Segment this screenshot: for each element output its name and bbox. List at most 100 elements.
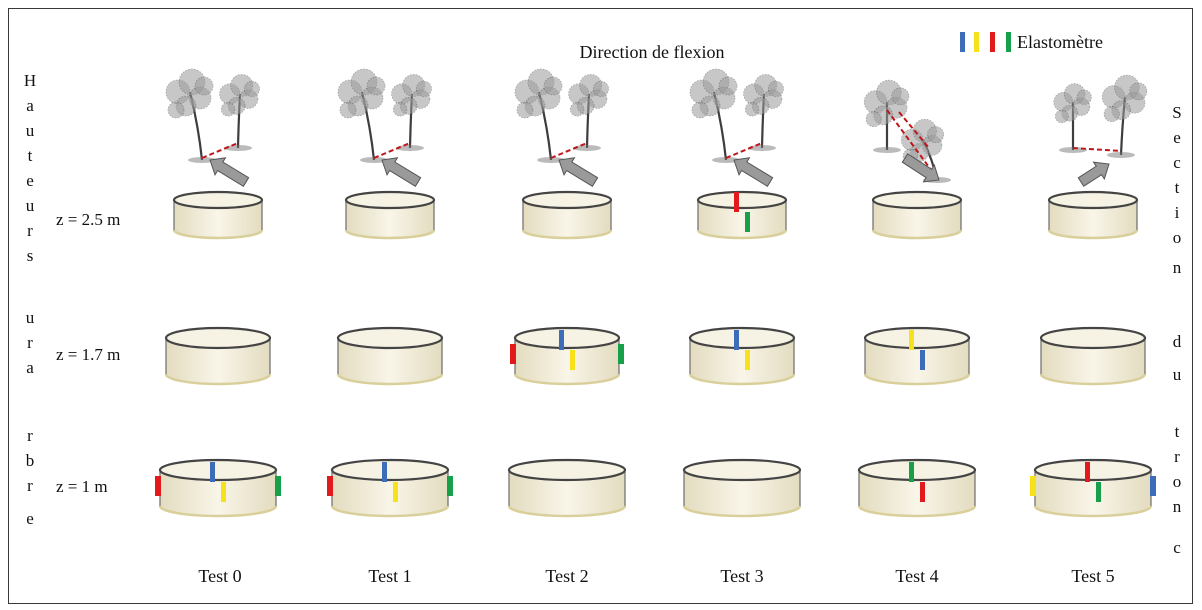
right-axis-letter: r bbox=[1174, 447, 1180, 466]
section-top bbox=[336, 326, 444, 350]
right-axis-letter: c bbox=[1173, 538, 1181, 557]
trunk-section-test4-row0 bbox=[871, 190, 963, 240]
trunk-section-test0-row1 bbox=[164, 326, 272, 386]
tree-foliage bbox=[865, 111, 882, 128]
row-labels: z = 2.5 m z = 1.7 m z = 1 m bbox=[56, 210, 120, 496]
trunk-section-test1-row2 bbox=[327, 458, 453, 518]
test-label-3: Test 3 bbox=[720, 566, 763, 586]
elastometer-green bbox=[1096, 482, 1101, 502]
elastometer-green bbox=[447, 476, 453, 496]
left-axis-letter: e bbox=[26, 509, 34, 528]
section-top bbox=[871, 190, 963, 210]
section-base bbox=[330, 505, 450, 518]
tree-ground bbox=[712, 157, 740, 163]
trunk-section-test0-row0 bbox=[172, 190, 264, 240]
left-axis-letter: r bbox=[27, 426, 33, 445]
right-axis-letter: u bbox=[1173, 365, 1182, 384]
trunk-section-test5-row0 bbox=[1047, 190, 1139, 240]
tree-foliage bbox=[767, 80, 784, 97]
tree-foliage bbox=[569, 102, 585, 117]
section-base bbox=[688, 373, 796, 386]
legend: Elastomètre bbox=[960, 32, 1103, 52]
left-axis-letter: r bbox=[27, 221, 33, 240]
section-base bbox=[172, 229, 264, 240]
test-label-5: Test 5 bbox=[1071, 566, 1114, 586]
tree-foliage bbox=[891, 87, 910, 106]
trunk-section-test2-row1 bbox=[510, 326, 624, 386]
section-top bbox=[688, 326, 796, 350]
elastometer-red bbox=[510, 344, 516, 364]
right-axis-letter: o bbox=[1173, 228, 1182, 247]
section-top bbox=[857, 458, 977, 482]
section-base bbox=[513, 373, 621, 386]
section-top bbox=[507, 458, 627, 482]
trunk-section-test3-row1 bbox=[688, 326, 796, 386]
right-axis-letter: i bbox=[1175, 203, 1180, 222]
section-base bbox=[336, 373, 444, 386]
trunk-section-test4-row2 bbox=[857, 458, 977, 518]
section-base bbox=[682, 505, 802, 518]
tree-sketch-test5 bbox=[1053, 74, 1148, 187]
tree-sketch-test4 bbox=[863, 79, 951, 183]
section-top bbox=[696, 190, 788, 210]
legend-yellow-swatch bbox=[974, 32, 979, 52]
section-base bbox=[521, 229, 613, 240]
elastometer-red bbox=[920, 482, 925, 502]
tree-ground bbox=[573, 145, 601, 151]
pull-cable bbox=[550, 142, 588, 159]
right-axis-letter: d bbox=[1173, 332, 1182, 351]
tree-sketch-test1 bbox=[337, 68, 432, 187]
trunk-section-test1-row0 bbox=[344, 190, 436, 240]
section-base bbox=[863, 373, 971, 386]
tree-foliage bbox=[744, 102, 760, 117]
tree-foliage bbox=[1103, 106, 1120, 123]
elastometer-blue bbox=[734, 330, 739, 350]
right-axis-letter: e bbox=[1173, 128, 1181, 147]
flexion-direction-arrow bbox=[558, 157, 599, 187]
right-axis-letter: n bbox=[1173, 258, 1182, 277]
legend-red-swatch bbox=[990, 32, 995, 52]
elastometer-blue bbox=[1150, 476, 1156, 496]
elastometer-yellow bbox=[221, 482, 226, 502]
test-labels: Test 0 Test 1 Test 2 Test 3 Test 4 Test … bbox=[198, 566, 1114, 586]
elastometer-red bbox=[327, 476, 333, 496]
elastometer-yellow bbox=[570, 350, 575, 370]
left-axis-letter: u bbox=[26, 196, 35, 215]
elastometer-yellow bbox=[1030, 476, 1036, 496]
left-axis-letter: H bbox=[24, 71, 36, 90]
flexion-direction-arrow bbox=[381, 157, 422, 187]
test-label-1: Test 1 bbox=[368, 566, 411, 586]
section-base bbox=[871, 229, 963, 240]
tree-foliage bbox=[691, 101, 709, 119]
trunk-section-test0-row2 bbox=[155, 458, 281, 518]
tree-foliage bbox=[339, 101, 357, 119]
tree-foliage bbox=[1055, 109, 1069, 124]
trunk-sections bbox=[155, 190, 1156, 518]
section-top bbox=[330, 458, 450, 482]
tree-sketch-test2 bbox=[514, 68, 609, 187]
section-base bbox=[507, 505, 627, 518]
tree-foliage bbox=[592, 80, 609, 97]
section-top bbox=[1047, 190, 1139, 210]
pull-cable bbox=[886, 109, 938, 179]
elastometer-blue bbox=[559, 330, 564, 350]
pull-cable bbox=[725, 142, 763, 159]
row-label-2.5m: z = 2.5 m bbox=[56, 210, 120, 229]
tree-sketches bbox=[165, 68, 1148, 187]
elastometer-red bbox=[1085, 462, 1090, 482]
pull-cable bbox=[201, 142, 239, 159]
trunk-section-test2-row2 bbox=[507, 458, 627, 518]
elastometer-blue bbox=[920, 350, 925, 370]
left-axis-letter: b bbox=[26, 451, 35, 470]
section-top bbox=[172, 190, 264, 210]
test-label-4: Test 4 bbox=[895, 566, 938, 586]
trunk-section-test4-row1 bbox=[863, 326, 971, 386]
right-axis-letter: c bbox=[1173, 153, 1181, 172]
trunk-section-test2-row0 bbox=[521, 190, 613, 240]
elastometer-blue bbox=[382, 462, 387, 482]
section-top bbox=[513, 326, 621, 350]
trunk-section-test3-row2 bbox=[682, 458, 802, 518]
elastometer-yellow bbox=[909, 330, 914, 350]
